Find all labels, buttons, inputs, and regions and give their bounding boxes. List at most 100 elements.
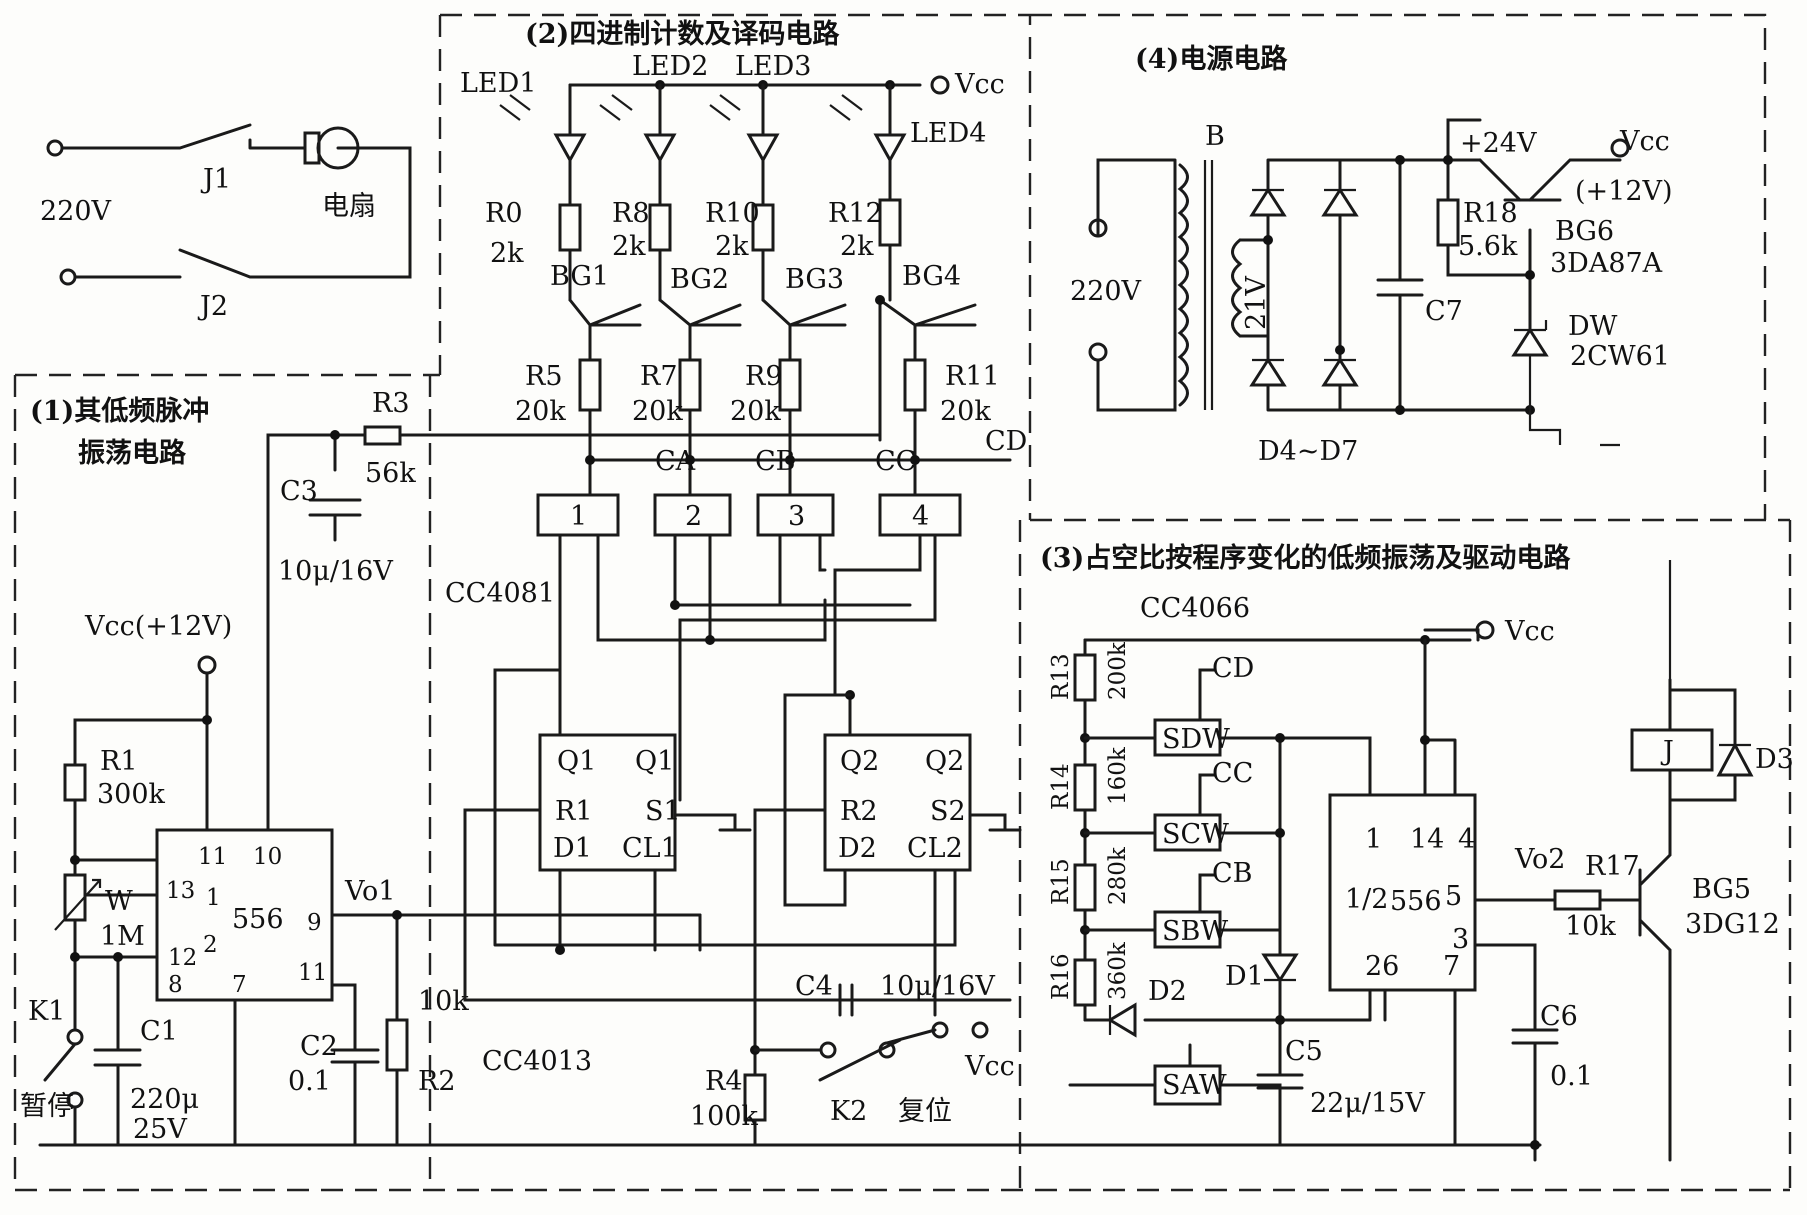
resistor-r16	[1073, 958, 1097, 1007]
d2-label: D2	[1148, 976, 1187, 1007]
c1-voltage: 25V	[133, 1114, 187, 1145]
oscillator-circuit: 11 10 13 1 556 9 2 12 8 7 11 Vcc(+12V) R…	[20, 388, 1542, 1147]
resistor-r14	[1073, 763, 1097, 812]
led1-label: LED1	[460, 68, 536, 99]
r0-value: 2k	[490, 238, 524, 269]
resistor-r9	[778, 358, 802, 412]
gate3-label: 3	[788, 501, 805, 532]
switch-j2-label: J2	[197, 291, 228, 322]
sb-label: SBW	[1162, 916, 1228, 947]
sc-label: SCW	[1162, 819, 1229, 850]
driver-pin-label: 26	[1365, 951, 1399, 982]
ac-terminal-1	[46, 139, 64, 157]
led4-label: LED4	[910, 118, 986, 149]
vo1-label: Vo1	[344, 876, 395, 907]
cc4066-label: CC4066	[1140, 593, 1250, 624]
r9-label: R9	[745, 361, 783, 392]
driver-pin-label: 3	[1452, 924, 1469, 955]
driver-pin-label: 5	[1445, 881, 1462, 912]
led3-label: LED3	[735, 51, 811, 82]
reset-label: 复位	[898, 1096, 952, 1127]
ic-556-oscillator	[155, 828, 334, 1002]
pin-label: 8	[168, 972, 183, 998]
diode-bridge-4	[1321, 357, 1359, 387]
bg6-label: BG6	[1555, 216, 1614, 247]
transformer-label: B	[1205, 121, 1225, 152]
ac-terminal-2	[59, 268, 77, 286]
dw-label: DW	[1568, 311, 1618, 342]
resistor-r3	[363, 425, 402, 446]
section-borders	[13, 13, 1792, 1192]
pin-label: 9	[307, 910, 322, 936]
resistor-r5	[578, 358, 602, 412]
r1-pin-label: R1	[555, 796, 593, 827]
and-gate-3	[756, 493, 835, 537]
diode-bridge-3	[1249, 357, 1287, 387]
driver-circuit: CC4066 Vcc R13 200k R14 160k R15 280k R1…	[1048, 560, 1794, 1162]
r16-label: R16	[1048, 953, 1074, 1000]
cd-label: CD	[985, 426, 1027, 457]
r2-label: R2	[418, 1066, 456, 1097]
d2-pin-label: D2	[838, 833, 877, 864]
c3-label: C3	[280, 476, 318, 507]
r11-value: 20k	[940, 396, 991, 427]
r5-label: R5	[525, 361, 563, 392]
section1-title-line2: 振荡电路	[78, 437, 187, 469]
vcc-label-osc: Vcc(+12V)	[84, 611, 232, 642]
diode-bridge-1	[1249, 187, 1287, 217]
k2-label: K2	[830, 1096, 867, 1127]
diode-d3	[1716, 741, 1754, 777]
ac-input-label: 220V	[40, 196, 112, 227]
bg1-label: BG1	[550, 261, 609, 292]
section2-title: (2)四进制计数及译码电路	[525, 18, 840, 50]
cl1-pin-label: CL1	[622, 833, 678, 864]
driver-pin-label: 14	[1410, 824, 1444, 855]
r14-value: 160k	[1105, 746, 1131, 805]
r7-label: R7	[640, 361, 678, 392]
c2-label: C2	[300, 1031, 338, 1062]
switch-sc	[1153, 813, 1222, 852]
section4-title: (4)电源电路	[1135, 43, 1288, 75]
ctrl-cc-label: CC	[1212, 758, 1253, 789]
r15-label: R15	[1048, 858, 1074, 905]
c2-value: 0.1	[288, 1066, 331, 1097]
q2-label: Q2	[840, 746, 879, 777]
resistor-r7	[678, 358, 702, 412]
vo2-label: Vo2	[1514, 844, 1565, 875]
ic-556-driver	[1328, 793, 1477, 992]
r3-value: 56k	[365, 458, 416, 489]
r12-value: 2k	[840, 231, 874, 262]
switch-sb	[1153, 910, 1222, 949]
c4-value: 10μ/16V	[880, 971, 995, 1002]
transformer-secondary	[1231, 238, 1243, 338]
r4-value: 100k	[690, 1101, 759, 1132]
half-label: 1/2	[1345, 884, 1388, 915]
led3-icon	[746, 133, 780, 164]
vcc-terminal-osc	[197, 655, 217, 675]
flip-flop-1	[538, 733, 677, 872]
led2-label: LED2	[632, 51, 708, 82]
r17-value: 10k	[1565, 911, 1616, 942]
r16-value: 360k	[1105, 941, 1131, 1000]
potentiometer-w	[63, 873, 87, 922]
c6-value: 0.1	[1550, 1061, 1593, 1092]
fan-switch-circuit: 220V J1 J2 电扇	[40, 123, 412, 322]
bg3-label: BG3	[785, 264, 844, 295]
c3-value: 10μ/16V	[278, 556, 393, 587]
pin-label: 11	[198, 844, 227, 870]
bg5-type: 3DG12	[1685, 909, 1780, 940]
c1-label: C1	[140, 1016, 178, 1047]
r18-label: R18	[1463, 198, 1518, 229]
switch-j1-label: J1	[200, 164, 231, 195]
r0-label: R0	[485, 198, 523, 229]
resistor-r17	[1553, 889, 1602, 911]
cc-label: CC	[875, 446, 916, 477]
resistor-r4	[743, 1073, 767, 1122]
s2-pin-label: S2	[930, 796, 966, 827]
pin-label: 11	[298, 960, 327, 986]
bg6-type: 3DA87A	[1550, 248, 1663, 279]
driver-ic-label: 556	[1390, 886, 1442, 917]
r10-label: R10	[705, 198, 760, 229]
r2-pin-label: R2	[840, 796, 878, 827]
